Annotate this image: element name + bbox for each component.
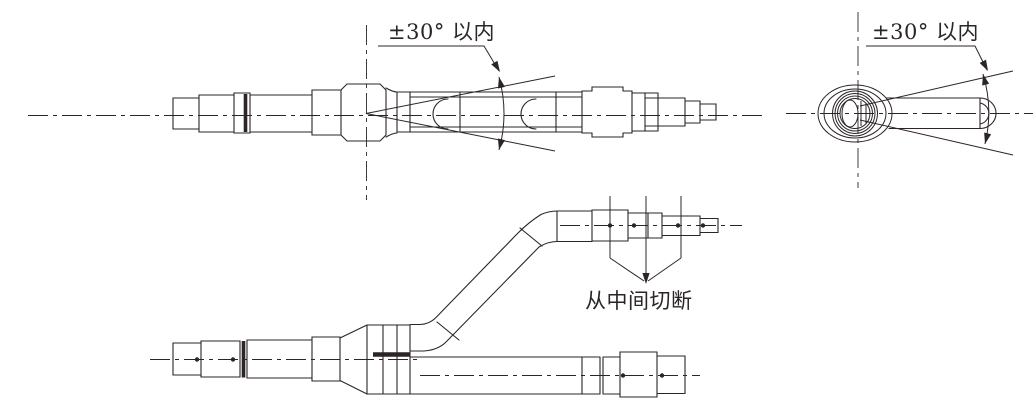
side-view-angle-label: ±30° 以内 xyxy=(388,20,495,44)
end-view-second-ellipse xyxy=(823,88,887,139)
cut-leader-arrowhead xyxy=(642,273,650,284)
end-view-ring-1 xyxy=(832,90,878,137)
end-view: ±30° 以内 xyxy=(786,12,1033,188)
end-view-inner-bore xyxy=(841,99,859,128)
side-view-arc-arrowhead-bottom xyxy=(497,138,505,150)
pin-mark xyxy=(675,223,681,228)
pin-mark xyxy=(194,357,200,362)
pin-mark xyxy=(230,357,236,362)
end-view-arc-arrowhead-top xyxy=(982,74,990,86)
pin-mark xyxy=(631,223,637,228)
side-view-pipe-outline xyxy=(172,83,717,142)
side-view-arc-arrowhead-top xyxy=(497,77,505,89)
end-view-ring-3 xyxy=(837,95,873,132)
end-view-ring-4 xyxy=(839,98,871,129)
pin-mark xyxy=(659,373,665,378)
end-view-leader-line xyxy=(866,45,988,71)
end-view-branch-tube xyxy=(886,97,997,130)
end-view-cone-lines xyxy=(859,70,1014,156)
side-view-leader-arrowhead xyxy=(491,60,500,72)
end-view-angle-label: ±30° 以内 xyxy=(872,20,979,44)
side-view-leader-line xyxy=(378,45,500,72)
pin-mark xyxy=(700,223,706,228)
end-view-leader-arrowhead xyxy=(979,59,988,71)
bottom-view: 从中间切断 xyxy=(150,196,742,398)
side-view-cone-lines xyxy=(365,75,556,152)
side-view: ±30° 以内 xyxy=(28,20,762,200)
end-view-arc-arrowhead-bottom xyxy=(984,132,992,144)
end-view-ring-2 xyxy=(834,93,876,134)
bottom-view-pipe-outline xyxy=(172,209,719,398)
bottom-view-cut-label: 从中间切断 xyxy=(585,289,693,313)
end-view-inner-edges xyxy=(860,101,867,126)
pin-mark xyxy=(620,373,626,378)
bottom-view-cut-marks-and-leader xyxy=(609,196,682,282)
end-view-outer-ellipse xyxy=(817,84,893,143)
